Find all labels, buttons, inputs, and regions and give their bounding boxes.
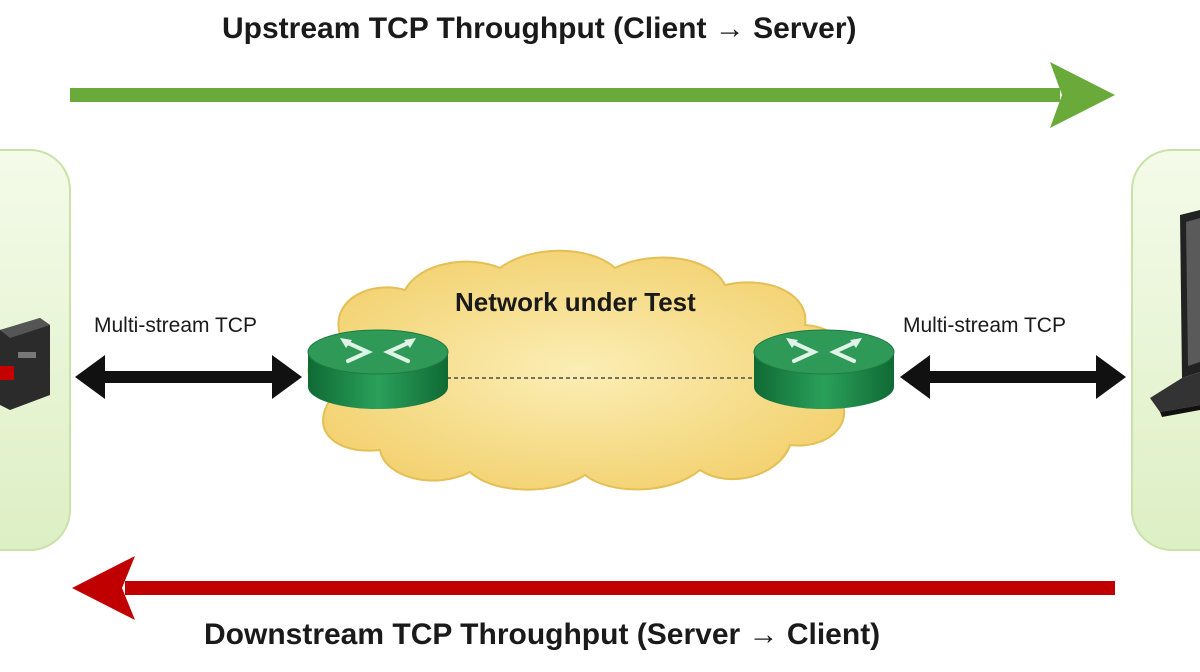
router-icon <box>307 329 449 409</box>
right-link-label: Multi-stream TCP <box>903 314 1066 337</box>
downstream-label: Downstream TCP Throughput (Server → Clie… <box>204 618 881 651</box>
upstream-arrow <box>70 62 1115 128</box>
upstream-label: Upstream TCP Throughput (Client → Server… <box>222 12 857 45</box>
network-label: Network under Test <box>455 287 696 317</box>
right-multistream-arrow <box>900 355 1126 399</box>
downstream-arrow <box>72 556 1115 620</box>
laptop-icon <box>1150 210 1200 417</box>
test-device-icon <box>0 318 50 410</box>
left-multistream-arrow <box>75 355 302 399</box>
left-link-label: Multi-stream TCP <box>94 314 257 337</box>
router-icon <box>753 329 895 409</box>
